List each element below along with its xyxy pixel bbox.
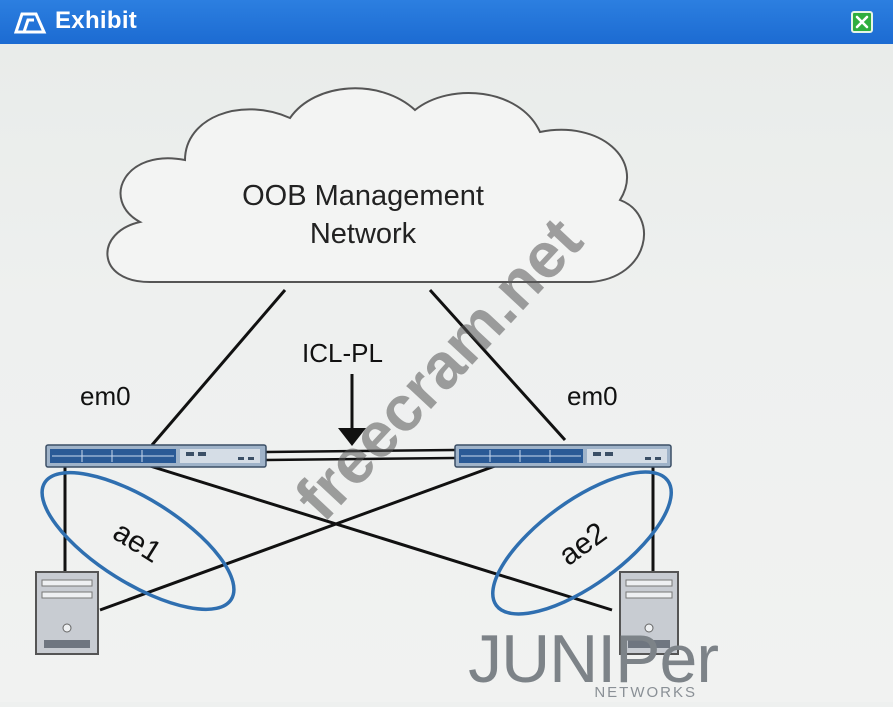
server-left bbox=[35, 571, 99, 655]
lag-label-ae2: ae2 bbox=[553, 516, 613, 572]
window-title: Exhibit bbox=[55, 7, 138, 34]
em0-link-left bbox=[150, 289, 287, 446]
juniper-networks-label: NETWORKS bbox=[594, 684, 697, 701]
server-right bbox=[619, 571, 679, 655]
title-bar: Exhibit bbox=[0, 0, 893, 44]
cloud-label-line1: OOB Management bbox=[242, 180, 484, 212]
diagram-canvas: OOB Management Network em0 em0 ICL-PL bbox=[0, 44, 893, 702]
link-switch1-server2 bbox=[149, 464, 613, 612]
juniper-logo: JUNIPer bbox=[468, 621, 718, 697]
switch-right bbox=[454, 444, 672, 468]
close-x-icon bbox=[855, 15, 869, 29]
em0-label-right: em0 bbox=[567, 381, 618, 411]
oob-cloud bbox=[106, 87, 645, 283]
icl-arrow-head bbox=[338, 428, 366, 446]
em0-link-right bbox=[428, 288, 567, 442]
lag-ellipse-ae1 bbox=[40, 470, 236, 612]
lag-ellipse-ae2 bbox=[491, 470, 673, 616]
icl-link-upper bbox=[265, 448, 456, 454]
exhibit-icon bbox=[14, 12, 47, 34]
link-switch2-server1 bbox=[99, 464, 496, 612]
icl-pl-label: ICL-PL bbox=[302, 338, 383, 368]
em0-label-left: em0 bbox=[80, 381, 131, 411]
close-button[interactable] bbox=[851, 11, 873, 33]
lag-label-ae1: ae1 bbox=[107, 515, 167, 570]
cloud-label-line2: Network bbox=[310, 218, 417, 250]
network-diagram: OOB Management Network em0 em0 ICL-PL bbox=[35, 87, 719, 701]
icl-link-lower bbox=[265, 456, 456, 462]
switch-left bbox=[45, 444, 267, 468]
